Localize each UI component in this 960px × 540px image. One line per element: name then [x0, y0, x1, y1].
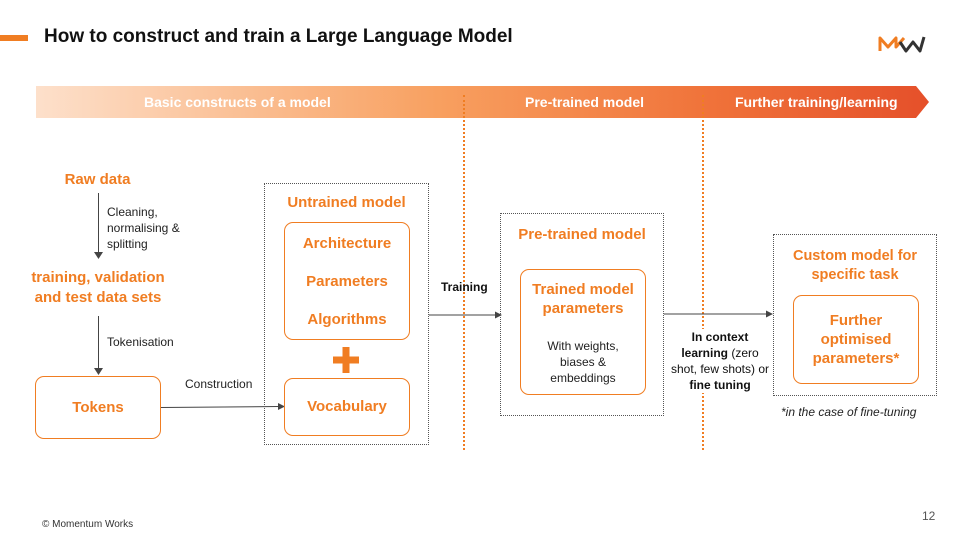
plus-icon: [333, 347, 359, 373]
optimised-parameters-box: Further optimised parameters*: [793, 295, 919, 384]
parameters-label: Parameters: [306, 273, 388, 290]
separator-dotted-2: [702, 95, 704, 450]
banner-stage-further: Further training/learning: [735, 94, 898, 110]
separator-dotted-1: [463, 95, 465, 450]
arrow-finetune: [664, 310, 773, 318]
banner-stage-basic: Basic constructs of a model: [144, 94, 331, 110]
trained-parameters-box: [520, 269, 646, 395]
training-label: Training: [441, 280, 488, 294]
stage-banner: [36, 86, 929, 118]
copyright-text: © Momentum Works: [42, 519, 134, 530]
fine-tuning-text: fine tuning: [689, 378, 751, 392]
arrow-training: [429, 311, 502, 319]
page-number: 12: [922, 509, 936, 523]
untrained-model-group: [264, 183, 429, 445]
tokens-box: Tokens: [35, 376, 161, 439]
trained-parameters-label: Trained model parameters: [532, 281, 634, 317]
pretrained-model-group: [500, 213, 664, 416]
in-context-learning-text: In context learning: [681, 330, 749, 360]
fine-tuning-footnote: *in the case of fine-tuning: [781, 405, 917, 419]
arrowhead-1: [94, 252, 103, 259]
cleaning-note: Cleaning, normalising & splitting: [107, 205, 180, 251]
architecture-label: Architecture: [302, 235, 392, 252]
raw-data-label: Raw data: [64, 171, 131, 188]
trained-parameters-note: With weights, biases & embeddings: [547, 339, 619, 385]
datasets-label: training, validation and test data sets: [31, 269, 165, 306]
arrow-datasets-to-tokens: [98, 316, 99, 371]
arrow-raw-to-datasets: [98, 193, 99, 255]
momentum-works-logo-icon: [878, 36, 926, 53]
tokens-label: Tokens: [72, 398, 124, 416]
accent-bar: [0, 35, 28, 41]
algorithms-label: Algorithms: [307, 311, 387, 328]
tokenisation-note: Tokenisation: [107, 335, 174, 349]
banner-stage-pretrained: Pre-trained model: [525, 94, 645, 110]
transition-normal-text: (zero shot, few shots) or: [670, 346, 770, 376]
transition-note: In context learning (zero shot, few shot…: [668, 329, 772, 393]
custom-model-title: Custom model for specific task: [792, 248, 918, 283]
custom-model-group: [773, 234, 937, 396]
construction-note: Construction: [185, 377, 253, 391]
untrained-model-title: Untrained model: [287, 194, 406, 211]
arrow-tokens-to-vocabulary: [161, 403, 285, 410]
page-title: How to construct and train a Large Langu…: [44, 26, 513, 47]
vocabulary-label: Vocabulary: [307, 398, 387, 415]
arrowhead-2: [94, 368, 103, 375]
pretrained-model-title: Pre-trained model: [518, 226, 646, 243]
model-components-box: [284, 222, 410, 340]
optimised-parameters-label: Further optimised parameters*: [812, 312, 900, 367]
vocabulary-box: Vocabulary: [284, 378, 410, 436]
